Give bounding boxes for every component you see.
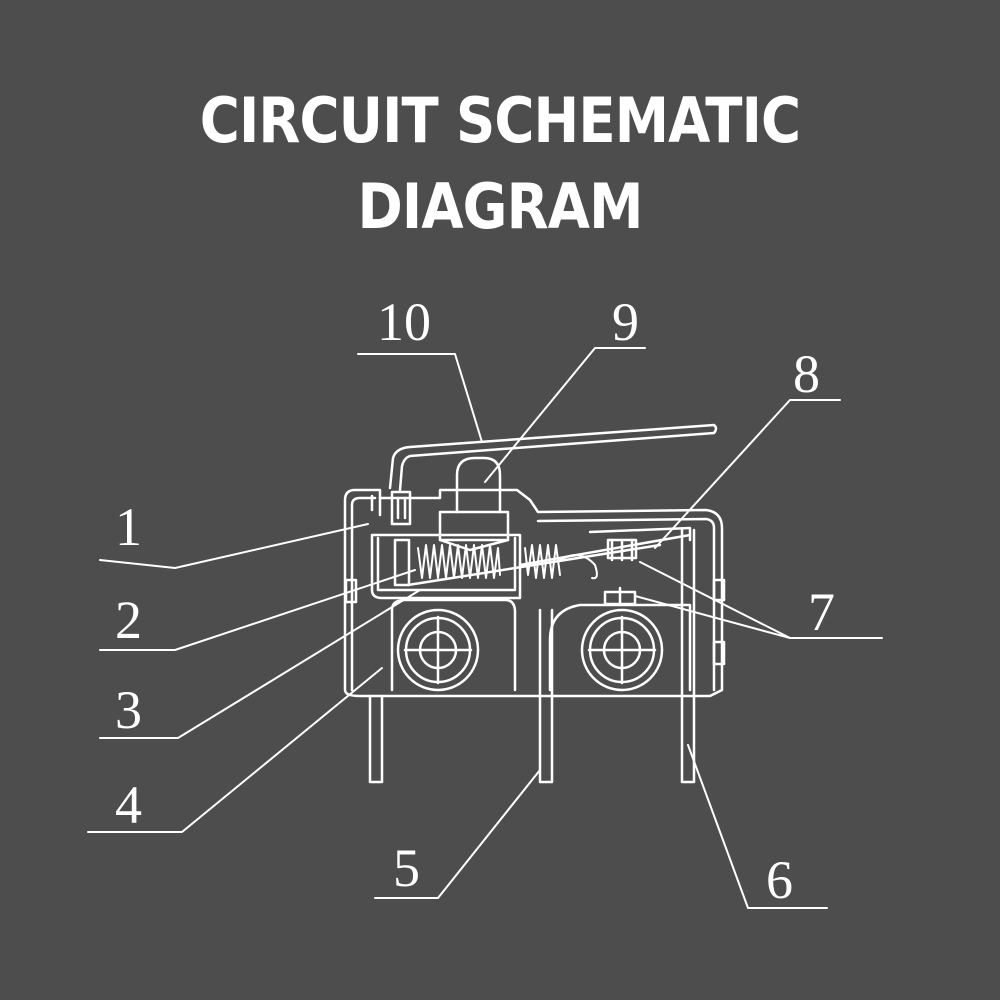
leader-1 <box>99 523 369 569</box>
leader-5 <box>374 769 541 899</box>
switch-housing <box>343 488 726 698</box>
callout-1: 1 <box>115 497 142 557</box>
leader-10 <box>357 353 483 443</box>
callout-7: 7 <box>808 582 835 642</box>
leader-2 <box>99 569 416 651</box>
callout-4: 4 <box>115 775 142 835</box>
spring-chamber <box>370 533 522 600</box>
page-title: CIRCUIT SCHEMATIC DIAGRAM <box>60 78 940 250</box>
title-line-1: CIRCUIT SCHEMATIC <box>199 84 801 157</box>
callout-6: 6 <box>766 850 793 910</box>
callout-5: 5 <box>393 838 420 898</box>
callout-10: 10 <box>377 292 431 352</box>
leader-4 <box>87 667 383 833</box>
title-line-2: DIAGRAM <box>357 170 644 243</box>
terminal-pins <box>368 528 696 784</box>
callout-2: 2 <box>115 590 142 650</box>
leader-6 <box>687 744 828 909</box>
callout-3: 3 <box>115 680 142 740</box>
coil-spring-main <box>417 544 501 579</box>
plunger-button <box>438 456 510 552</box>
leader-7 <box>634 561 883 639</box>
callout-8: 8 <box>793 344 820 404</box>
callout-leaders <box>87 347 883 909</box>
normally-open-terminal-pad <box>548 586 692 692</box>
leader-9 <box>484 347 646 483</box>
lever-arm <box>388 423 718 492</box>
callout-9: 9 <box>612 292 639 352</box>
leader-8 <box>654 399 841 549</box>
common-terminal-pad <box>390 598 517 692</box>
callout-labels: 1 2 3 4 5 6 7 8 9 10 <box>115 292 835 910</box>
leader-3 <box>99 589 421 739</box>
lever-pivot-tab <box>390 490 412 526</box>
